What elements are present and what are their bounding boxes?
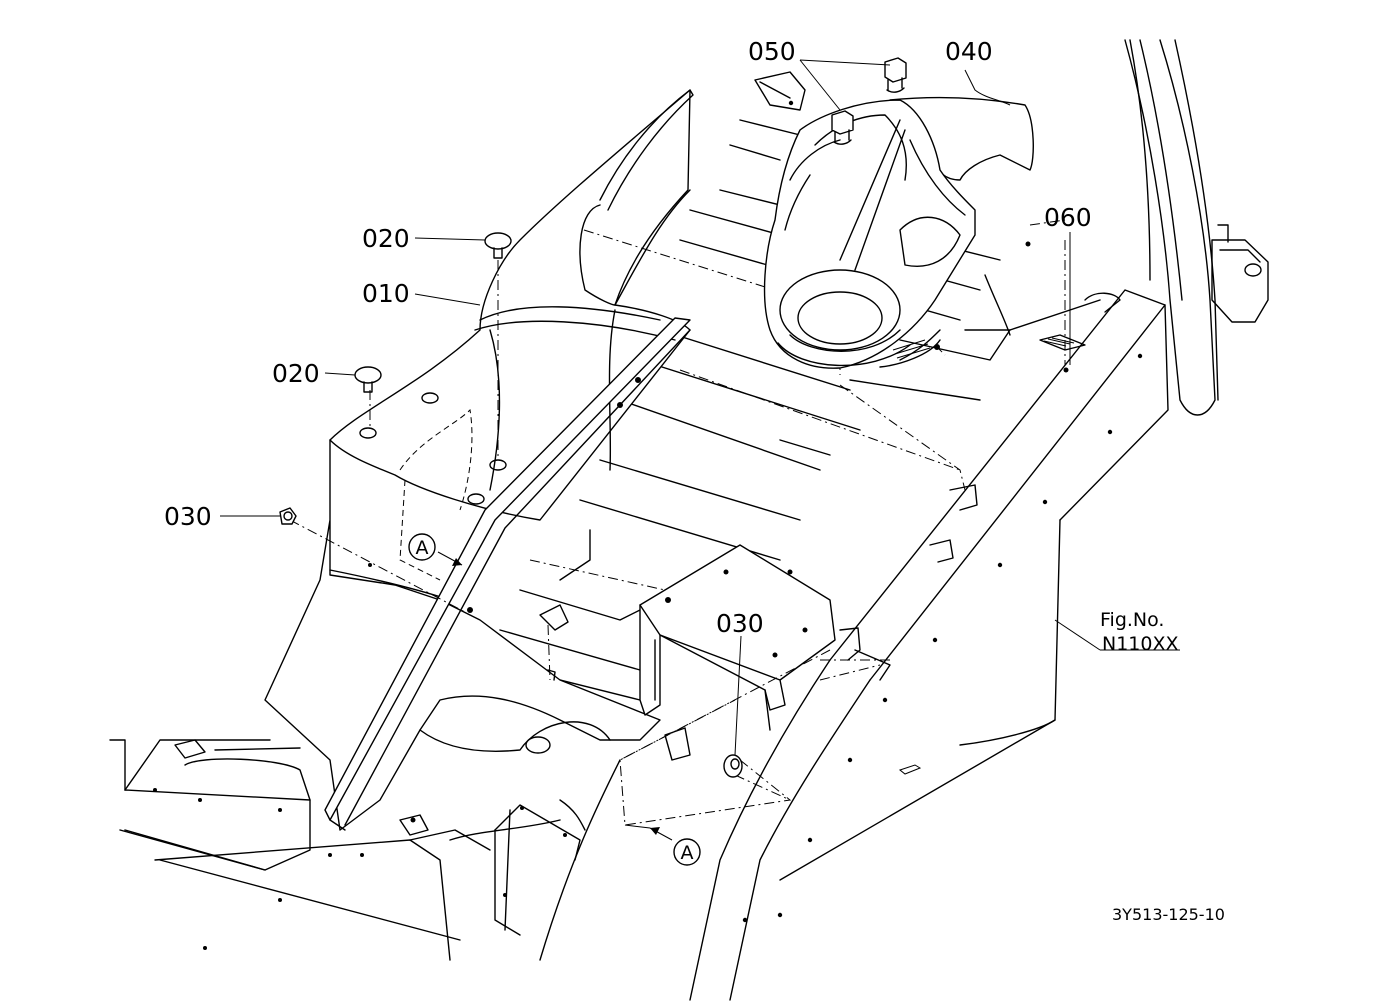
callout-050: 050 [748,37,796,66]
part-020-plugs [354,232,512,393]
part-040-console-cover [763,96,1034,369]
callout-060: 060 [1044,203,1092,232]
callout-labels: 040 050 060 020 010 020 030 030 [164,37,1092,638]
figure-number: Fig.No. N110XX [1100,609,1179,655]
callout-010: 010 [362,279,410,308]
side-frame-rail [689,289,1169,1001]
cab-pillar-right [1124,39,1269,416]
part-010-panel-cover [264,89,694,831]
callout-040: 040 [945,37,993,66]
fig-label-line2: N110XX [1102,633,1179,655]
reference-markers: A A [408,533,701,866]
part-030-clips [279,507,743,778]
fig-label-line1: Fig.No. [1100,609,1164,631]
part-050-bolts [831,57,907,145]
reference-marker-a-lower: A [673,838,701,866]
callout-030-center: 030 [716,609,764,638]
callout-020-upper: 020 [362,224,410,253]
trim-strip [324,317,691,831]
callout-020-lower: 020 [272,359,320,388]
leader-lines [220,59,1180,841]
bottom-frame [109,739,621,961]
drawing-code: 3Y513-125-10 [1112,905,1225,924]
callout-030-left: 030 [164,502,212,531]
svg-text:A: A [681,842,694,864]
reference-marker-a-upper: A [408,533,436,561]
svg-text:A: A [416,537,429,559]
